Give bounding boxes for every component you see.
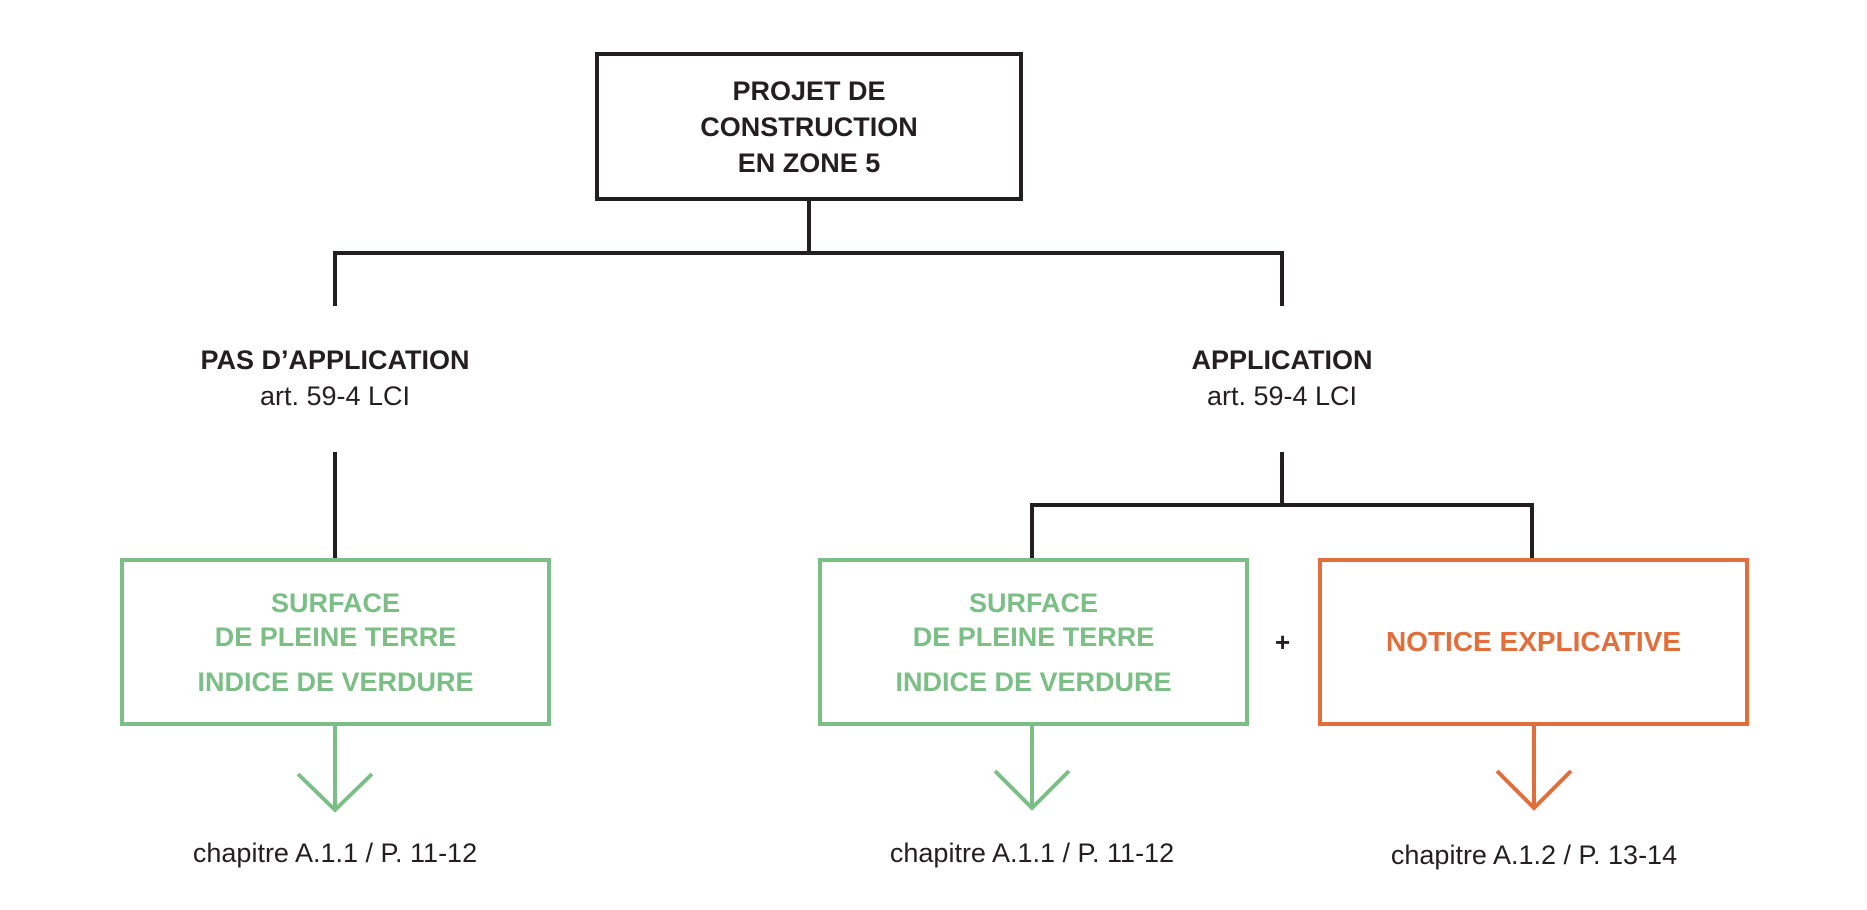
left-green-box-line-3: INDICE DE VERDURE — [197, 666, 474, 697]
right-green-arrow — [993, 726, 1071, 811]
right-green-reference-text: chapitre A.1.1 / P. 11-12 — [889, 838, 1175, 868]
right-branch-label: APPLICATION art. 59-4 LCI — [1082, 342, 1482, 414]
left-green-box: SURFACE DE PLEINE TERRE INDICE DE VERDUR… — [120, 558, 551, 726]
left-green-arrow — [296, 726, 374, 813]
plus-sign: + — [1275, 627, 1291, 657]
root-box-line-1: PROJET DE — [732, 75, 886, 106]
left-branch-title: PAS D’APPLICATION — [200, 345, 470, 375]
right-branch-subtitle: art. 59-4 LCI — [1206, 381, 1358, 411]
left-branch-subtitle: art. 59-4 LCI — [259, 381, 411, 411]
right-green-box: SURFACE DE PLEINE TERRE INDICE DE VERDUR… — [818, 558, 1249, 726]
left-reference-text: chapitre A.1.1 / P. 11-12 — [192, 838, 478, 868]
left-green-box-line-2: DE PLEINE TERRE — [214, 621, 457, 652]
notice-explicative-box: NOTICE EXPLICATIVE — [1318, 558, 1749, 726]
root-box-line-3: EN ZONE 5 — [737, 147, 881, 178]
left-green-box-line-1: SURFACE — [270, 587, 400, 618]
right-green-box-line-2: DE PLEINE TERRE — [912, 621, 1155, 652]
right-green-box-line-3: INDICE DE VERDURE — [895, 666, 1172, 697]
notice-explicative-label: NOTICE EXPLICATIVE — [1385, 626, 1682, 657]
root-box: PROJET DE CONSTRUCTION EN ZONE 5 — [595, 52, 1023, 201]
right-orange-reference-text: chapitre A.1.2 / P. 13-14 — [1390, 840, 1678, 870]
left-branch-label: PAS D’APPLICATION art. 59-4 LCI — [135, 342, 535, 414]
orange-arrow — [1495, 726, 1573, 811]
right-branch-title: APPLICATION — [1191, 345, 1373, 375]
right-green-box-line-1: SURFACE — [968, 587, 1098, 618]
root-box-line-2: CONSTRUCTION — [700, 111, 918, 142]
